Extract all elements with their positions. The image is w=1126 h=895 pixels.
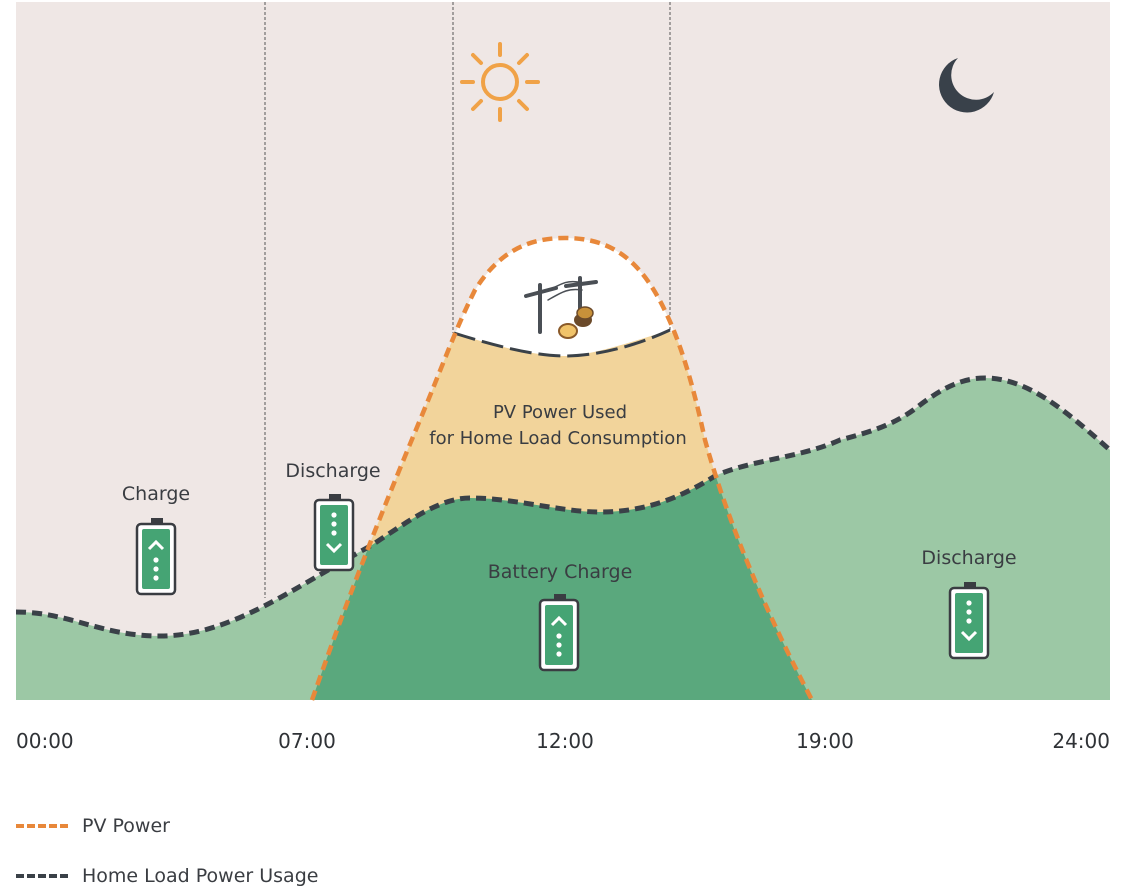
label-battery-charge: Battery Charge: [488, 561, 633, 583]
label-charge-night: Charge: [122, 483, 190, 505]
legend-label-pv: PV Power: [82, 815, 170, 837]
grid-export-boundary-line: [453, 328, 671, 358]
legend-label-load: Home Load Power Usage: [82, 865, 319, 887]
battery-discharge-icon: [313, 494, 355, 572]
time-tick: 24:00: [1052, 729, 1110, 753]
label-pv-used-line1: PV Power Used: [493, 402, 627, 423]
home-load-line: [15, 375, 1112, 639]
moon-icon: [939, 58, 994, 113]
legend-swatch-pv: [16, 824, 68, 828]
time-tick: 12:00: [536, 729, 594, 753]
pv-power-line: [309, 235, 814, 702]
label-pv-used-line2: for Home Load Consumption: [429, 428, 686, 449]
legend-swatch-load: [16, 874, 68, 878]
time-tick: 19:00: [796, 729, 854, 753]
legend-item-home-load: Home Load Power Usage: [16, 865, 318, 887]
time-tick: 07:00: [278, 729, 336, 753]
sun-icon: [460, 42, 540, 122]
legend-item-pv-power: PV Power: [16, 815, 170, 837]
battery-discharge-icon: [948, 582, 990, 660]
label-discharge-morning: Discharge: [285, 460, 380, 482]
power-grid-icon: [524, 276, 598, 339]
battery-charge-icon: [538, 594, 580, 672]
label-discharge-evening: Discharge: [921, 547, 1016, 569]
battery-charge-icon: [135, 518, 177, 596]
time-tick: 00:00: [16, 729, 74, 753]
